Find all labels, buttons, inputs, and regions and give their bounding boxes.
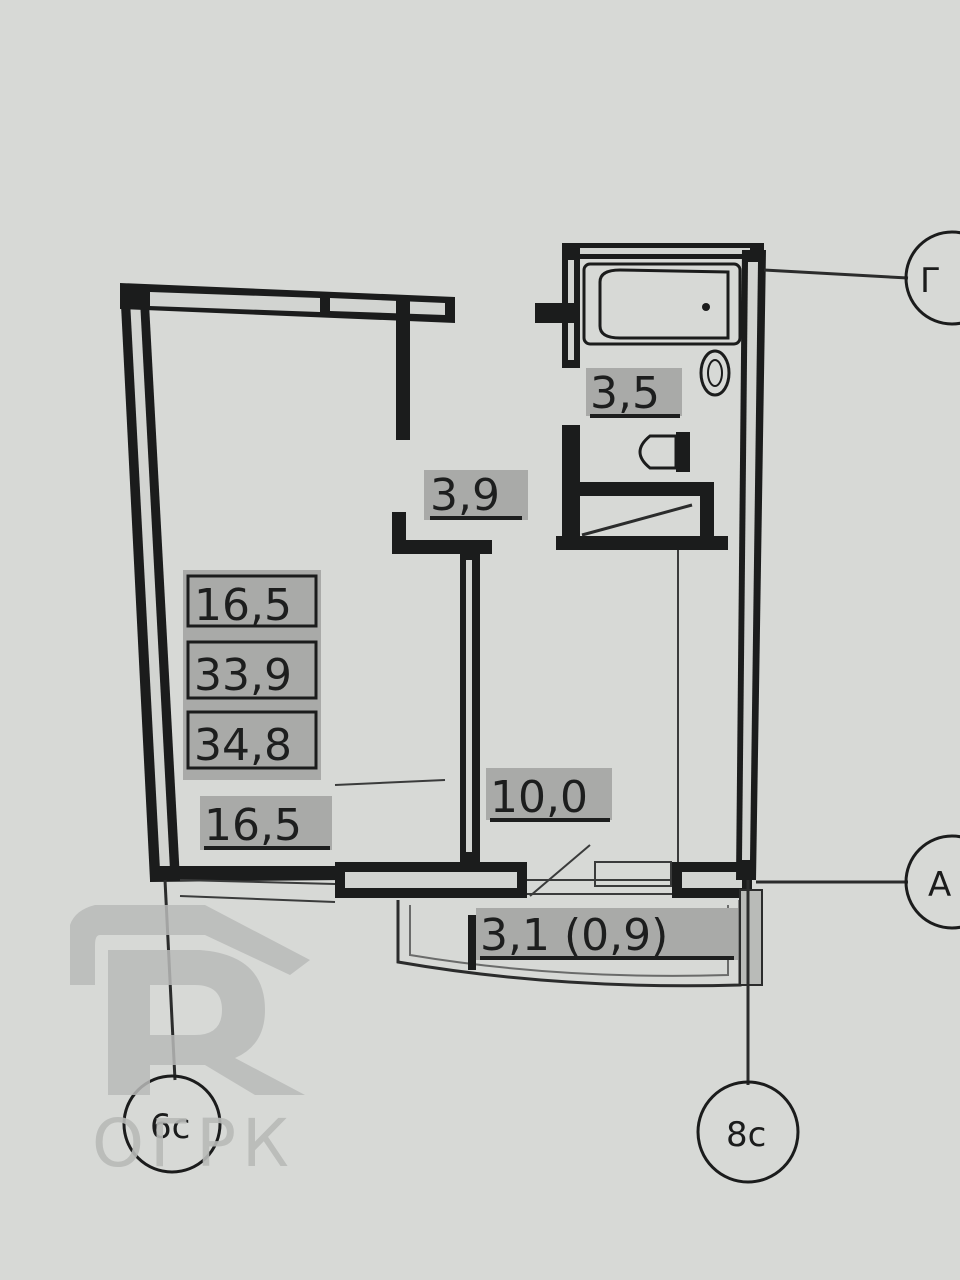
- living-room-walls: [120, 283, 492, 880]
- bathroom-label: 3,5: [586, 368, 682, 419]
- area-summary-box: 16,5 33,9 34,8: [183, 570, 321, 780]
- total-with-balcony-value: 34,8: [194, 720, 292, 771]
- hallway-label: 3,9: [424, 470, 528, 521]
- balcony-area: 3,1 (0,9): [480, 910, 668, 961]
- living-area-value: 16,5: [194, 580, 292, 631]
- living-room-area: 16,5: [204, 800, 302, 851]
- bathroom-walls: [535, 243, 766, 880]
- watermark-logo: ОГРК: [70, 905, 310, 1182]
- axis-marker-bottom-right: 8с: [696, 1080, 800, 1184]
- axis-label-bottom-right: 8с: [726, 1115, 766, 1155]
- axis-marker-bottom-left: 6с: [122, 1074, 222, 1174]
- watermark-text: ОГРК: [92, 1105, 295, 1182]
- kitchen-label: 10,0: [486, 768, 612, 823]
- bathroom-area: 3,5: [590, 368, 660, 419]
- living-room-label: 16,5: [200, 796, 332, 851]
- total-area-value: 33,9: [194, 650, 292, 701]
- toilet-icon: [638, 432, 690, 472]
- axis-label-top-right: Г: [920, 261, 941, 301]
- kitchen-area: 10,0: [490, 772, 588, 823]
- balcony-label: 3,1 (0,9): [476, 908, 738, 961]
- axis-label-middle-right: А: [928, 865, 951, 905]
- axis-marker-top-right: Г: [904, 230, 960, 326]
- balcony-outline: [396, 889, 763, 988]
- axis-label-bottom-left: 6с: [150, 1107, 190, 1147]
- hallway-area: 3,9: [430, 470, 500, 521]
- bathtub-icon: [582, 262, 742, 346]
- sink-icon: [699, 349, 731, 397]
- south-wall: [150, 844, 752, 903]
- axis-marker-middle-right: А: [904, 834, 960, 930]
